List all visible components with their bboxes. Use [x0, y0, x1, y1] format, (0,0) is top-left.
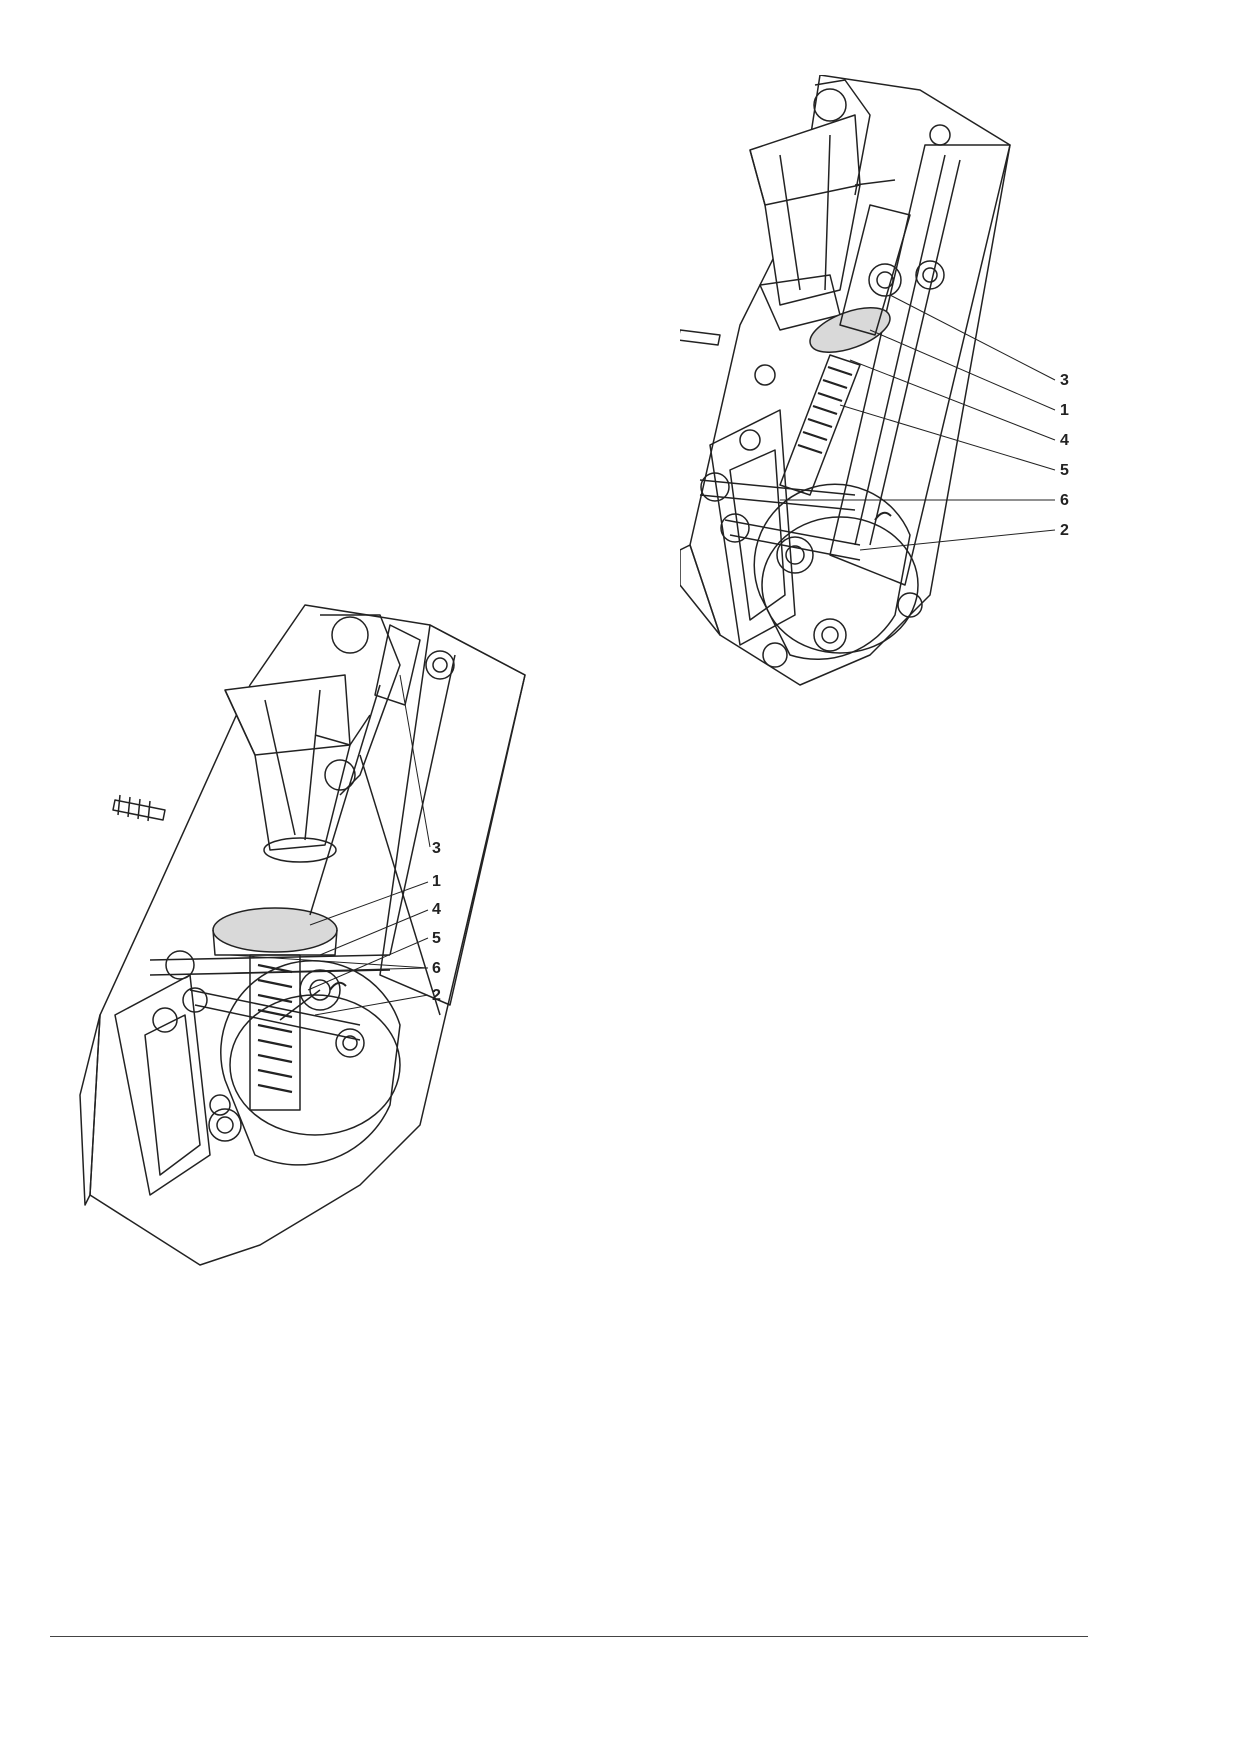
machine-cutaway-left [79, 604, 526, 1266]
callout-1-left: 1 [432, 873, 441, 890]
callouts-left: 3 1 4 5 6 2 [432, 840, 441, 1004]
callout-4-left: 4 [432, 901, 441, 918]
callout-3-right: 3 [1060, 372, 1069, 389]
leader-lines-left [229, 674, 431, 1016]
callout-3-left: 3 [432, 840, 441, 857]
callout-2-left: 2 [432, 987, 441, 1004]
callout-5-left: 5 [432, 930, 441, 947]
machine-cutaway-right [680, 75, 1011, 686]
leader-lines-right [780, 294, 1056, 551]
diagram-right: 3 1 4 5 6 2 [680, 75, 1069, 686]
callout-4-right: 4 [1060, 432, 1069, 449]
callout-2-right: 2 [1060, 522, 1069, 539]
callout-6-left: 6 [432, 960, 441, 977]
callout-6-right: 6 [1060, 492, 1069, 509]
callout-1-right: 1 [1060, 402, 1069, 419]
callout-5-right: 5 [1060, 462, 1069, 479]
footer-divider [50, 1636, 1088, 1637]
diagram-left: 3 1 4 5 6 2 [79, 604, 526, 1266]
callouts-right: 3 1 4 5 6 2 [1060, 372, 1069, 539]
